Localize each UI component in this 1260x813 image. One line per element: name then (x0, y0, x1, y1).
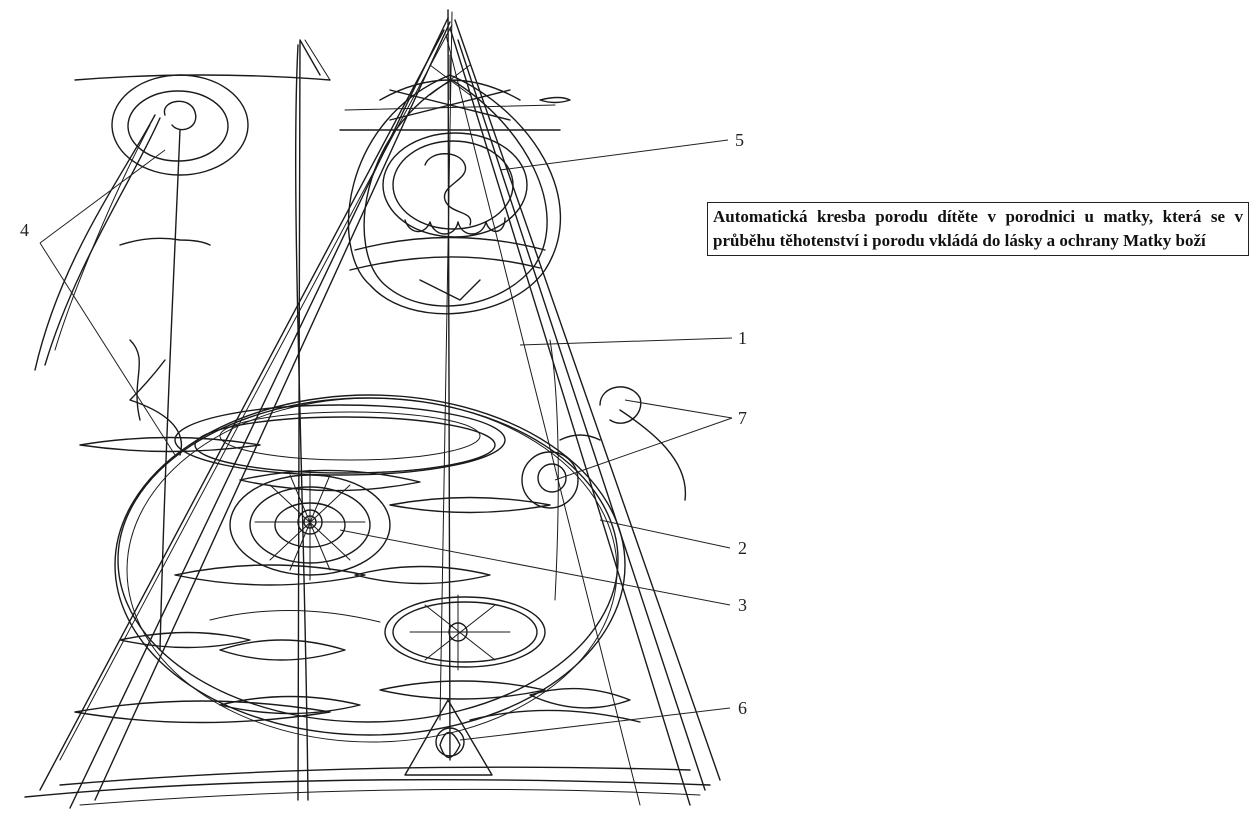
child-center (230, 470, 390, 580)
label-6: 6 (738, 698, 747, 718)
label-4: 4 (20, 220, 29, 240)
label-3: 3 (738, 595, 747, 615)
upper-left-figure (35, 40, 558, 800)
caption-box: Automatická kresba porodu dítěte v porod… (707, 202, 1249, 256)
caption-text: Automatická kresba porodu dítěte v porod… (713, 207, 1243, 250)
belly-ellipse (75, 340, 640, 742)
label-7: 7 (738, 408, 747, 428)
label-5: 5 (735, 130, 744, 150)
label-1: 1 (738, 328, 747, 348)
leader-lines (40, 140, 732, 740)
label-2: 2 (738, 538, 747, 558)
